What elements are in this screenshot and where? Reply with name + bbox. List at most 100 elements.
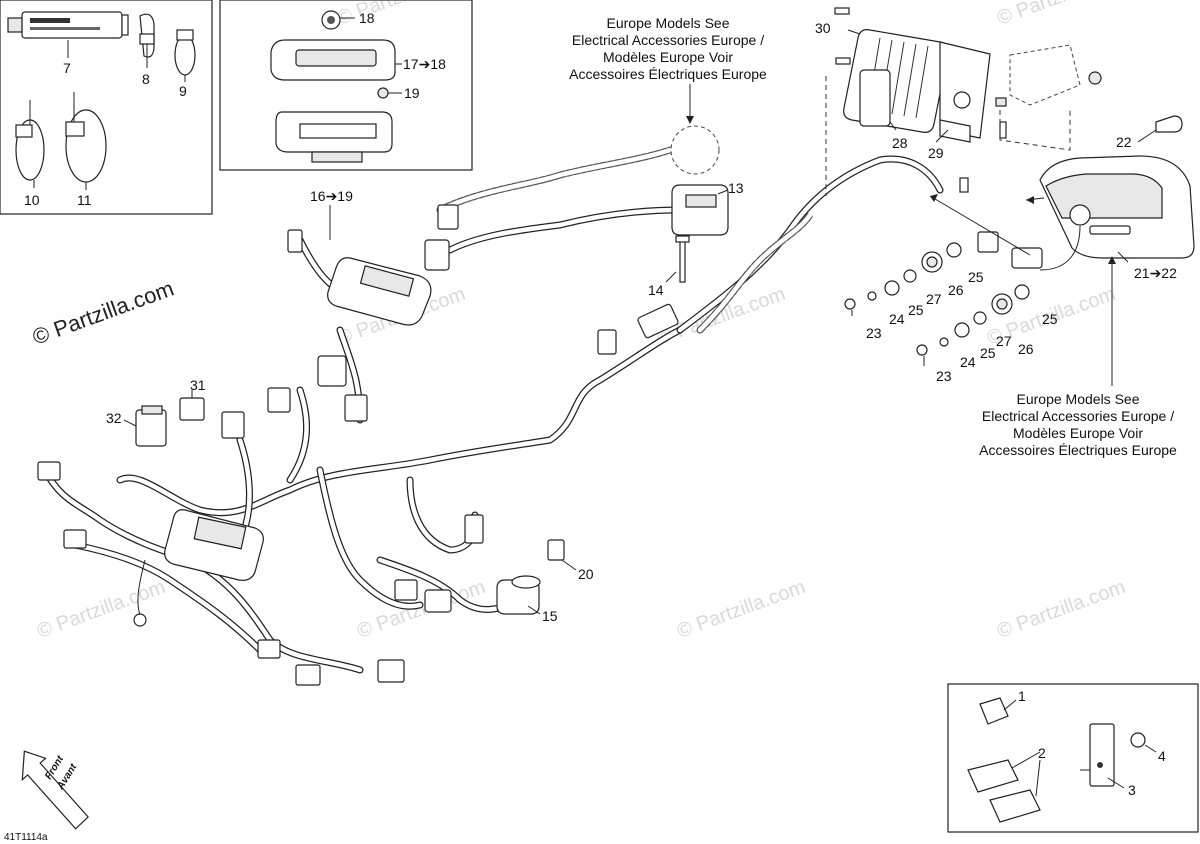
callout: 25 (980, 345, 996, 361)
connector (424, 239, 450, 271)
horn (671, 184, 729, 236)
harness-components (37, 125, 729, 686)
svg-text:Electrical Accessories Europe: Electrical Accessories Europe / (572, 32, 764, 48)
callout: 25 (968, 269, 984, 285)
callout-leaders (123, 29, 1157, 615)
callout: 24 (889, 311, 905, 327)
inset-box (0, 0, 213, 215)
cluster-screw (377, 87, 389, 99)
washer (946, 242, 962, 258)
bolt (999, 121, 1007, 139)
nut (995, 97, 1007, 107)
inset-box (947, 683, 1199, 833)
callout: 25 (908, 302, 924, 318)
watermark: © Partzilla.com (674, 576, 808, 643)
inset-box (219, 0, 473, 171)
callout: 4 (1158, 748, 1166, 764)
connector (317, 355, 347, 387)
cluster-connector (327, 257, 432, 326)
bulb (1155, 115, 1183, 133)
cable-tie-small (139, 13, 155, 68)
washer (884, 280, 900, 296)
watermark-main: © Partzilla.com (29, 276, 177, 350)
callout: 24 (960, 354, 976, 370)
front-direction-arrow: Front Avant (21, 750, 89, 830)
callout: 2 (1038, 745, 1046, 761)
connector (424, 589, 452, 613)
callout: 18 (359, 10, 375, 26)
europe-note-top: Europe Models See Electrical Accessories… (569, 15, 767, 124)
cable-tie-xlarge (65, 92, 107, 190)
connector (377, 659, 405, 683)
callout: 30 (815, 20, 831, 36)
diagnostic-connector (135, 409, 167, 447)
connector (221, 411, 245, 439)
callout: 22 (1116, 134, 1132, 150)
callout: 31 (190, 377, 206, 393)
callout: 26 (1018, 341, 1034, 357)
clip (979, 697, 1009, 725)
callout: 10 (24, 192, 40, 208)
spacer (973, 311, 987, 325)
bolt (834, 7, 850, 15)
callout: 26 (948, 282, 964, 298)
svg-text:Modèles Europe Voir: Modèles Europe Voir (603, 49, 733, 65)
europe-note-right: Europe Models See Electrical Accessories… (979, 256, 1177, 458)
svg-text:Electrical Accessories Europe: Electrical Accessories Europe / (982, 408, 1174, 424)
connector (464, 514, 484, 544)
callout: 21➔22 (1134, 265, 1177, 281)
svg-text:Europe Models See: Europe Models See (1017, 391, 1140, 407)
callout: 19 (404, 85, 420, 101)
connector (597, 329, 617, 355)
europe-accessory (670, 125, 720, 175)
taillight-connector (1011, 247, 1043, 269)
regulator-connector (859, 69, 891, 127)
dielectric-grease-tube (7, 11, 129, 39)
callout: 16➔19 (310, 188, 353, 204)
callout: 27 (996, 333, 1012, 349)
washer (954, 322, 970, 338)
nut (844, 298, 856, 310)
nut (1088, 71, 1102, 85)
connector (37, 461, 61, 481)
clip (989, 789, 1041, 823)
callout: 17➔18 (403, 56, 446, 72)
washer (1014, 284, 1030, 300)
watermark: © Partzilla.com (994, 576, 1128, 643)
lock-washer (867, 291, 877, 301)
connector (977, 231, 999, 253)
svg-text:Modèles Europe Voir: Modèles Europe Voir (1013, 425, 1143, 441)
watermark: © Partzilla.com (334, 0, 468, 30)
watermark: © Partzilla.com (994, 0, 1128, 30)
callout: 29 (928, 145, 944, 161)
callout: 32 (106, 410, 122, 426)
voltage-regulator (843, 29, 949, 133)
callout: 3 (1128, 782, 1136, 798)
relay (179, 397, 205, 421)
callout: 9 (179, 83, 187, 99)
watermark: © Partzilla.com (354, 576, 488, 643)
push-pin (1130, 732, 1146, 748)
connector (287, 229, 303, 253)
callout-labels: 1 2 3 4 7 8 9 10 11 13 14 15 16➔19 17➔18… (24, 10, 1177, 798)
ground-lug (133, 613, 147, 627)
spacer (903, 269, 917, 283)
connector (437, 204, 459, 230)
europe-relay-dashed (1009, 44, 1081, 106)
callout: 25 (1042, 311, 1058, 327)
cable-tie-medium (174, 29, 196, 82)
callout: 27 (926, 291, 942, 307)
drawing-code: 41T1114a (4, 832, 48, 843)
svg-text:Europe Models See: Europe Models See (607, 15, 730, 31)
voltage-regulator-assembly (825, 7, 1102, 196)
cable-tie-large (15, 100, 45, 188)
callout: 23 (866, 325, 882, 341)
inset-consumables (0, 0, 213, 215)
bolt (835, 57, 851, 65)
europe-harness-dashed (436, 146, 814, 334)
watermark: © Partzilla.com (34, 576, 168, 643)
bolt (959, 177, 969, 193)
svg-text:Accessoires Électriques Europe: Accessoires Électriques Europe (569, 66, 767, 82)
connector (295, 664, 321, 686)
